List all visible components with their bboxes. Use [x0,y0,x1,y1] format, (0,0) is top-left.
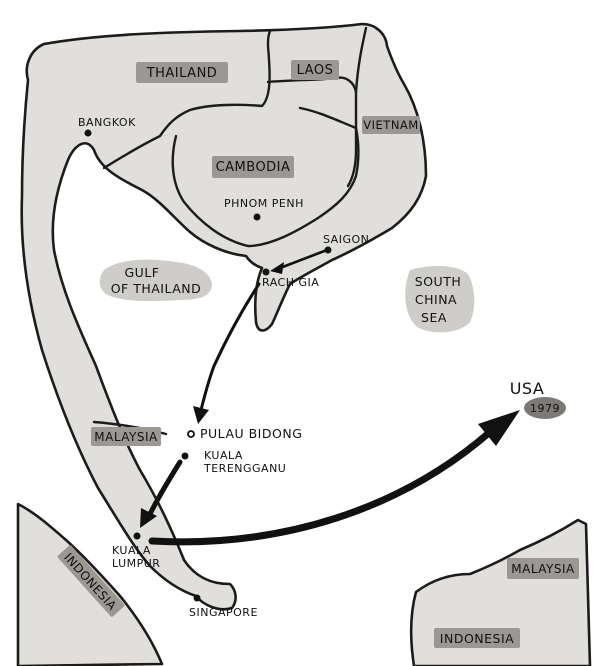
arrowhead-pulaubidong [193,406,209,424]
cambodia-tag [212,156,294,178]
vietnam-label: VIETNAM [363,118,418,132]
kuala-terengganu-dot [181,452,189,460]
vietnam-tag [362,116,420,134]
kuala-terengganu-label-1: KUALA [204,449,243,462]
saigon-dot [324,246,332,254]
gulf-label-line2: OF THAILAND [111,281,202,296]
year-badge [524,397,566,419]
saigon-label: SAIGON [323,233,369,246]
route-saigon-rachgia [278,248,329,270]
malaysia-label: MALAYSIA [94,430,158,444]
kuala-lumpur-dot [133,532,141,540]
singapore-dot [193,594,201,602]
sea-label-blob [405,265,475,333]
kuala-terengganu-label-2: TERENGGANU [203,462,286,475]
kuala-lumpur-label-1: KUALA [112,544,151,557]
malaysia-borneo-label: MALAYSIA [511,562,575,576]
border-laos-vietnam [346,26,368,188]
year-label: 1979 [530,402,560,415]
bangkok-label: BANGKOK [78,116,136,129]
indonesia-right-label: INDONESIA [440,631,514,646]
malaysia-borneo-tag [507,558,579,579]
route-kualalumpur-usa [148,428,494,546]
phnom-penh-dot [253,213,261,221]
gulf-label-blob [99,259,212,302]
border-cambodia [171,106,360,248]
rach-gia-dot [262,268,270,276]
laos-label: LAOS [297,63,334,78]
arrowhead-usa [478,410,520,446]
usa-label: USA [510,379,545,398]
thailand-tag [136,62,228,83]
indonesia-left-tag [57,545,125,617]
gulf-label-line1: GULF [125,265,160,280]
sea-label-line3: SEA [421,310,447,325]
route-rachgia-pulaubidong [199,282,261,412]
pulau-bidong-marker [187,430,195,438]
malaysia-tag [91,427,161,446]
bangkok-dot [84,129,92,137]
pulau-bidong-label: PULAU BIDONG [200,426,302,441]
kuala-lumpur-label-2: LUMPUR [112,557,160,570]
singapore-label: SINGAPORE [189,606,258,619]
laos-tag [291,60,339,80]
indonesia-right-tag [434,628,520,648]
route-terengganu-kualalumpur [147,459,183,517]
mainland-landmass [20,22,428,611]
sea-label-line1: SOUTH [415,274,461,289]
sea-label-line2: CHINA [415,292,457,307]
thailand-label: THAILAND [146,66,218,81]
phnom-penh-label: PHNOM PENH [224,197,304,210]
rach-gia-label: RACH GIA [262,276,319,289]
arrowhead-rachgia [270,262,284,274]
cambodia-label: CAMBODIA [216,160,291,175]
arrowhead-kualalumpur [140,508,157,528]
border-thailand-cambodia [102,29,272,170]
